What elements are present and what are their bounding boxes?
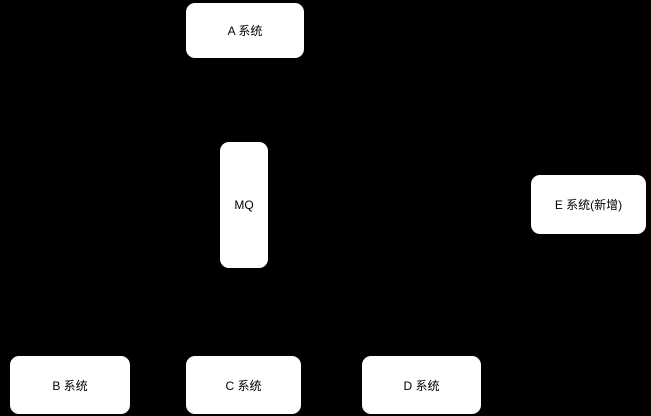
node-mq-label: MQ — [234, 198, 254, 212]
node-e-system-new: E 系统(新增) — [531, 175, 646, 234]
node-d-system: D 系统 — [362, 356, 481, 414]
node-d-system-label: D 系统 — [403, 378, 440, 393]
node-a-system-label: A 系统 — [227, 24, 263, 38]
node-c-system: C 系统 — [186, 356, 301, 414]
node-e-system-new-label: E 系统(新增) — [554, 198, 623, 212]
node-mq: MQ — [220, 142, 268, 268]
node-b-system: B 系统 — [10, 356, 130, 414]
node-c-system-label: C 系统 — [225, 378, 262, 393]
node-b-system-label: B 系统 — [52, 378, 88, 393]
node-a-system: A 系统 — [186, 3, 304, 58]
